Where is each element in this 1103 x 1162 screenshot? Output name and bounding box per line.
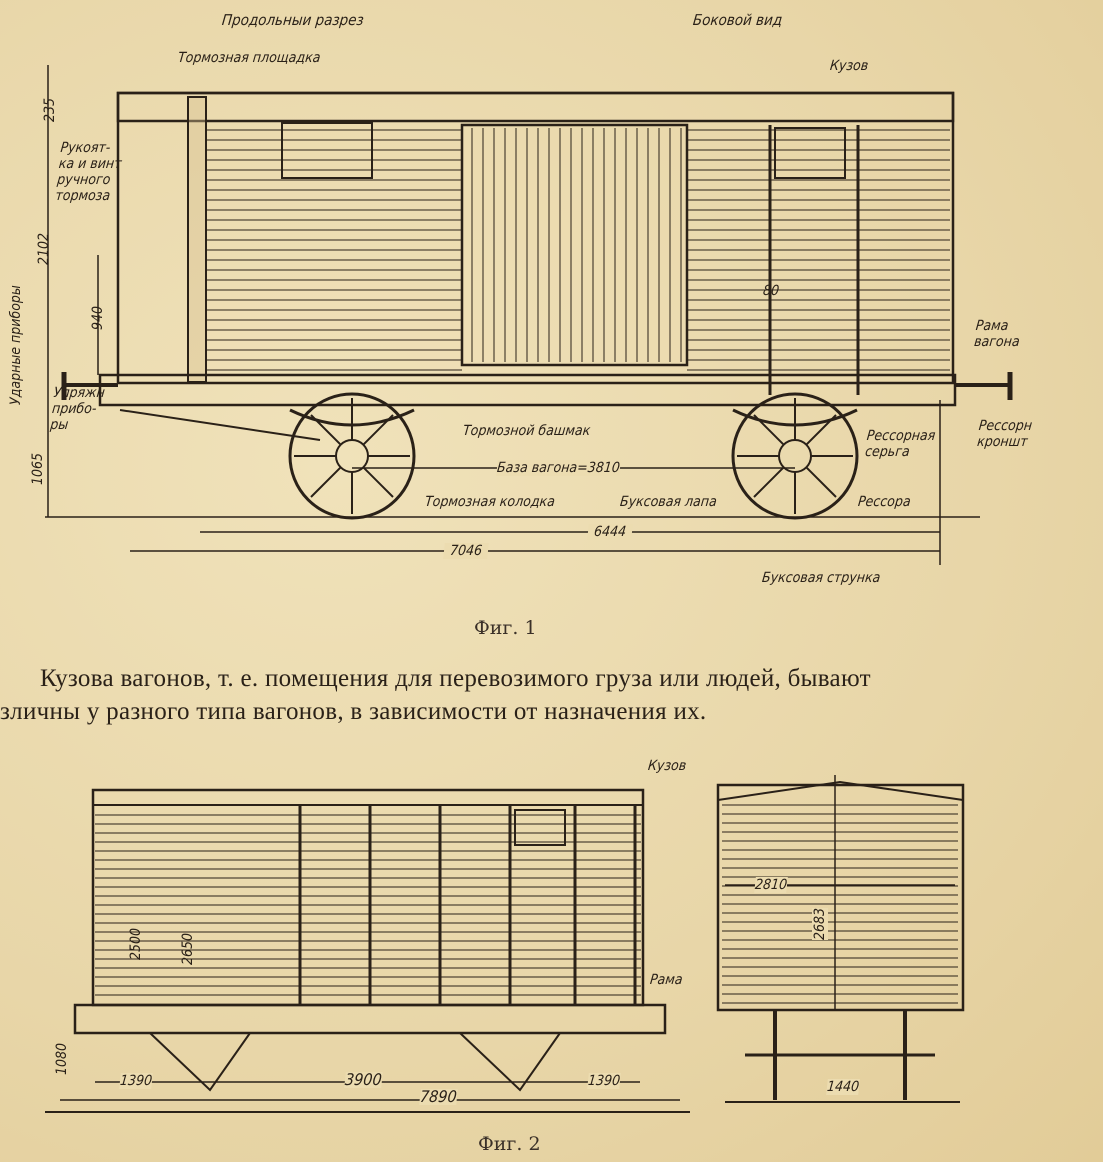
body-text-line-1: Кузова вагонов, т. е. помещения для пере… (40, 665, 871, 692)
label-body: Кузов (829, 58, 870, 74)
sliding-door (460, 123, 689, 367)
spoke (753, 466, 785, 498)
label-line: Рукоят- (59, 140, 112, 156)
label-frame: Рама вагона (973, 318, 1022, 350)
label-hand-brake: Рукоят- ка и винт ручного тормоза (55, 140, 124, 204)
end-view-roof (717, 780, 964, 801)
wheel-right-hub (778, 439, 812, 473)
dim-2683-label: 2683 (812, 907, 828, 940)
wagon2-body (91, 788, 645, 1007)
wagon2-frame (73, 1003, 667, 1035)
wheel-left-hub (335, 439, 369, 473)
dim-7890-label: 7890 (419, 1087, 458, 1106)
dim-3900-label: 3900 (344, 1070, 383, 1089)
underframe (98, 373, 957, 407)
dim-2500-label: 2500 (128, 927, 144, 960)
dim-940-label: 940 (90, 305, 106, 330)
dim-1440-label: 1440 (826, 1079, 860, 1095)
figure-2-caption: Фиг. 2 (478, 1133, 541, 1155)
label-line: вагона (973, 334, 1021, 350)
end-view-planks (722, 804, 958, 1004)
figure-2-covered-wagon-drawing (45, 775, 965, 1113)
label-spring-bracket: Рессорн кроншт (976, 418, 1033, 450)
wagon2-body-planks (95, 814, 641, 996)
vent-hatch-right (774, 127, 846, 179)
label-line: тормоза (54, 188, 111, 204)
wagon2-hatch (514, 809, 566, 846)
label-line: ка и винт (58, 156, 123, 172)
dim-80-label: 80 (762, 283, 780, 299)
label-line: Рессорная (866, 428, 937, 444)
dim-1065-label: 1065 (30, 452, 46, 485)
label-draw-gear: Упряжн прибо- ры (49, 385, 105, 433)
label-line: кроншт (976, 434, 1029, 450)
dim-1080-label: 1080 (54, 1042, 70, 1075)
wagon2-bogie-left (149, 1032, 251, 1092)
dim-1390-left-label: 1390 (119, 1073, 153, 1089)
door-boards (471, 128, 682, 362)
end-view-body (716, 783, 965, 1012)
label-brake-platform: Тормозная площадка (177, 50, 322, 66)
brake-rod (119, 409, 321, 441)
label-frame-fig2: Рама (649, 972, 684, 988)
wheel-left (288, 392, 416, 520)
label-line: Рама (975, 318, 1010, 334)
dim-2102-label: 2102 (36, 232, 52, 265)
vent-hatch-left (281, 122, 373, 179)
dim-235-label: 235 (42, 97, 58, 122)
leaf-spring-left (289, 408, 415, 427)
label-spring: Рессора (857, 494, 912, 510)
label-line: Упряжн (52, 385, 106, 401)
label-brake-block: Тормозная колодка (424, 494, 556, 510)
wheel-right (731, 392, 859, 520)
label-spring-link: Рессорная серьга (864, 428, 936, 460)
wagon2-posts (298, 805, 637, 1005)
brake-platform-wall (187, 96, 207, 383)
wheel-spokes (294, 398, 853, 514)
wagon2-bogie-right (459, 1032, 561, 1092)
label-body-fig2: Кузов (647, 758, 688, 774)
dim-6444-label: 6444 (587, 524, 633, 540)
label-line: ры (49, 417, 70, 433)
leaf-spring-right (732, 408, 858, 427)
side-view-title: Боковой вид (692, 11, 784, 29)
dim-1390-right-label: 1390 (587, 1073, 621, 1089)
spoke (310, 466, 342, 498)
figure-1-freight-wagon-drawing (45, 65, 1013, 565)
label-line: Рессорн (978, 418, 1033, 434)
label-axlebox-tie: Буксовая струнка (761, 570, 882, 586)
dim-7046-label: 7046 (443, 543, 489, 559)
label-wheelbase: База вагона=3810 (496, 460, 621, 476)
body-text-line-2: зличны у разного типа вагонов, в зависим… (0, 698, 707, 725)
wagon-roof (116, 91, 955, 123)
label-line: прибо- (51, 401, 98, 417)
dim-2810-label: 2810 (754, 877, 788, 893)
label-buffers: Ударные приборы (8, 285, 24, 405)
spoke (362, 466, 394, 498)
wagon-body-outline (116, 91, 955, 385)
dim-2650-label: 2650 (180, 932, 196, 965)
label-axlebox-guide: Буксовая лапа (619, 494, 718, 510)
wagon-body-planks (206, 129, 950, 371)
section-view-title: Продольныи разрез (221, 11, 365, 29)
label-line: ручного (56, 172, 112, 188)
spoke (805, 466, 837, 498)
label-line: серьга (864, 444, 911, 460)
label-brake-shoe-holder: Тормозной башмак (462, 423, 592, 439)
figure-1-caption: Фиг. 1 (474, 617, 537, 639)
